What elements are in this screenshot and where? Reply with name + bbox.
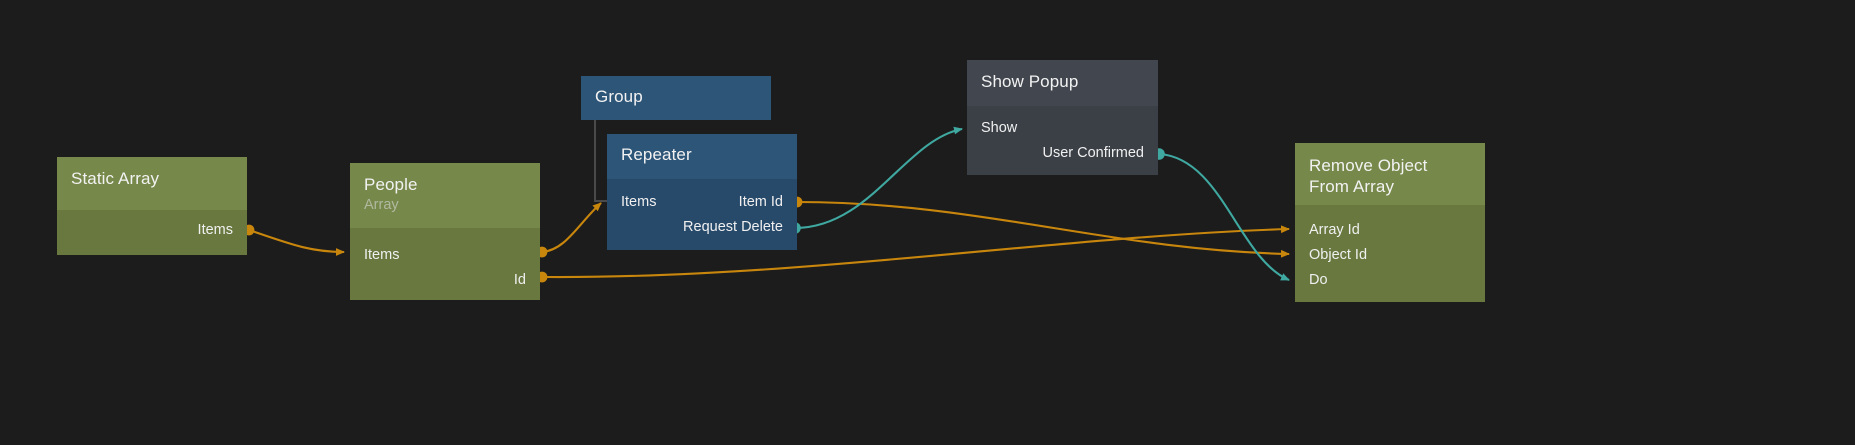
node-people-body: Items Id (350, 228, 540, 300)
node-show-popup[interactable]: Show Popup Show User Confirmed (967, 60, 1158, 175)
port-label-request-delete: Request Delete (683, 219, 783, 236)
port-show-popup-show-in[interactable]: Show (967, 116, 1158, 141)
node-people-subtitle: Array (364, 196, 399, 213)
node-people-header: People Array (350, 163, 540, 228)
node-show-popup-title: Show Popup (981, 72, 1079, 91)
port-remove-array-id-in[interactable]: Array Id (1295, 218, 1485, 243)
port-label-array-id: Array Id (1309, 222, 1360, 239)
wire-user-confirmed-to-do (1158, 152, 1290, 281)
port-label-id: Id (513, 272, 526, 289)
port-label-object-id: Object Id (1309, 247, 1368, 264)
port-repeater-items-in[interactable]: Items (607, 190, 797, 215)
port-label-items: Items (197, 222, 233, 239)
node-static-array[interactable]: Static Array Items (57, 157, 247, 255)
port-static-array-items[interactable]: Items (57, 218, 247, 243)
port-people-items-in[interactable]: Items (350, 243, 540, 268)
port-label-item-id: Item Id (738, 194, 783, 211)
node-remove-object-from-array-title: Remove Object From Array (1309, 156, 1428, 196)
node-remove-object-from-array-body: Array Id Object Id Do (1295, 205, 1485, 302)
wire-static-array-items-to-people-items (248, 229, 345, 256)
port-label-items: Items (364, 247, 400, 264)
node-group[interactable]: Group (581, 76, 771, 120)
node-repeater-body: Items Item Id Request Delete (607, 179, 797, 250)
node-show-popup-body: Show User Confirmed (967, 106, 1158, 175)
node-repeater-header: Repeater (607, 134, 797, 179)
port-label-do: Do (1309, 272, 1328, 289)
port-people-id-out[interactable]: Id (350, 268, 540, 293)
port-remove-object-id-in[interactable]: Object Id (1295, 243, 1485, 268)
node-show-popup-header: Show Popup (967, 60, 1158, 106)
wire-repeater-itemid-to-object-id (796, 200, 1290, 258)
wire-request-delete-to-show (794, 126, 963, 230)
node-repeater-title: Repeater (621, 145, 692, 164)
port-label-items: Items (621, 194, 657, 211)
port-label-user-confirmed: User Confirmed (1042, 145, 1144, 162)
node-static-array-header: Static Array (57, 157, 247, 210)
node-remove-object-from-array[interactable]: Remove Object From Array Array Id Object… (1295, 143, 1485, 302)
node-static-array-title: Static Array (71, 169, 160, 188)
port-remove-do-in[interactable]: Do (1295, 268, 1485, 293)
node-people[interactable]: People Array Items Id (350, 163, 540, 300)
node-group-header: Group (581, 76, 771, 120)
port-show-popup-user-confirmed-out[interactable]: User Confirmed (967, 141, 1158, 166)
node-repeater[interactable]: Repeater Items Item Id Request Delete (607, 134, 797, 250)
node-remove-object-from-array-header: Remove Object From Array (1295, 143, 1485, 205)
port-repeater-item-id-out[interactable]: Item Id (607, 190, 797, 215)
node-static-array-body: Items (57, 210, 247, 255)
node-group-title: Group (595, 87, 643, 106)
port-repeater-request-delete-out[interactable]: Request Delete (607, 215, 797, 240)
node-people-title: People (364, 175, 418, 194)
wire-people-to-repeater-items (541, 202, 602, 254)
group-nesting-spine (594, 120, 609, 202)
port-label-show: Show (981, 120, 1018, 137)
